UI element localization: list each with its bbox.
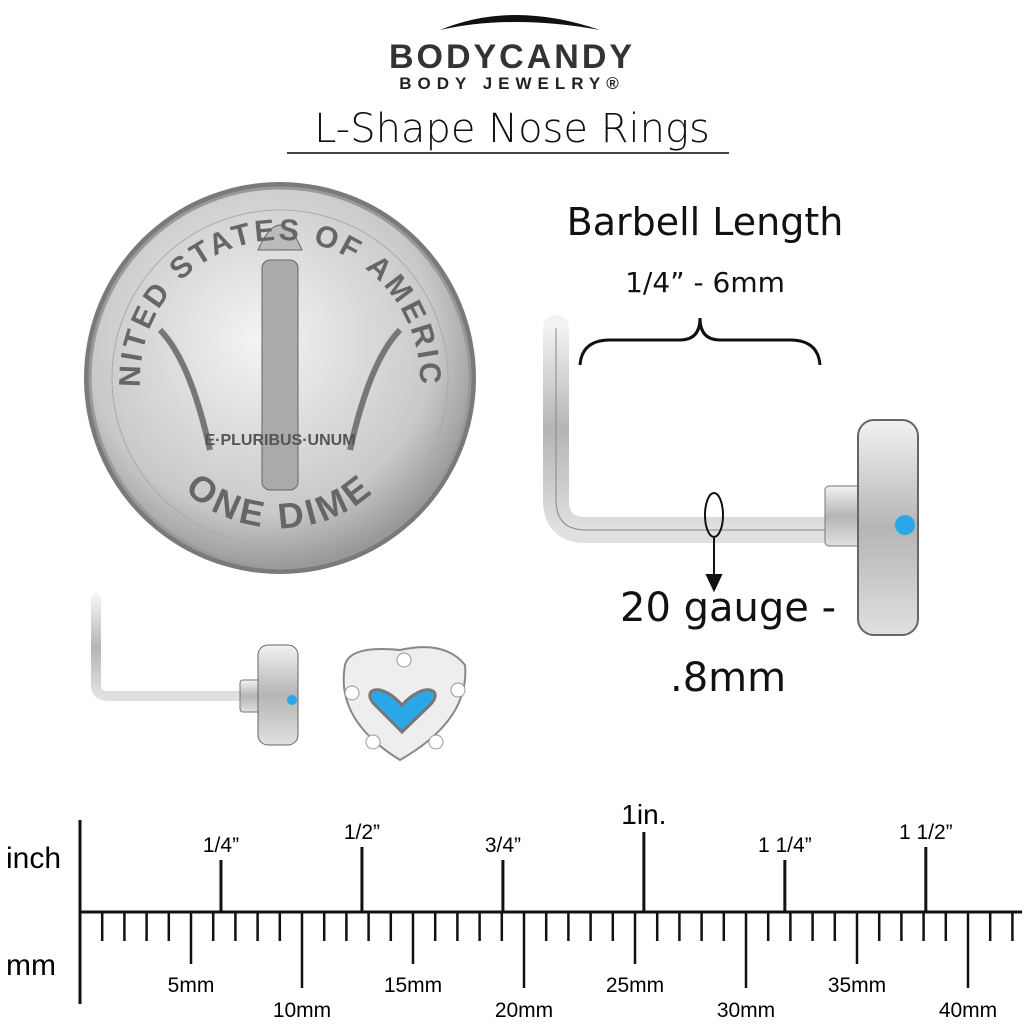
large-nose-ring [543,315,919,636]
inch-axis-label: inch [6,842,61,875]
gauge-value: .8mm [670,655,787,701]
mm-label: 25mm [606,974,664,997]
heart-ornament [342,646,467,762]
brand-logo: BODYCANDY [388,38,636,76]
barbell-length-value: 1/4” - 6mm [625,266,785,299]
mm-axis-label: mm [6,949,56,982]
inch-label: 1/4” [203,834,239,857]
logo-swoosh [440,15,600,30]
mm-label: 40mm [939,999,997,1022]
mm-label: 20mm [495,999,553,1022]
small-nose-ring [91,593,299,746]
gauge-label: 20 gauge - [620,585,837,631]
gauge-arrow [705,538,723,593]
mm-label: 35mm [828,974,886,997]
mm-label: 10mm [273,999,331,1022]
barbell-length-label: Barbell Length [566,200,844,244]
page-title: L-Shape Nose Rings [314,106,710,152]
mm-label: 15mm [384,974,442,997]
inch-label: 1 1/2” [899,821,953,844]
brand-subtitle: BODY JEWELRY® [399,74,625,93]
inch-label: 1in. [621,799,666,830]
coin-motto: E·PLURIBUS·UNUM [204,432,355,449]
title-underline [287,152,729,154]
inch-label: 1 1/4” [758,834,812,857]
barbell-length-bracket [578,317,822,366]
inch-label: 1/2” [344,821,380,844]
mm-label: 5mm [168,974,215,997]
inch-label: 3/4” [485,834,521,857]
ruler: inch mm 5mm 10mm 15mm 20mm 25mm 30mm 35mm 40mm 1/4… [6,799,1022,1022]
mm-label: 30mm [717,999,775,1022]
